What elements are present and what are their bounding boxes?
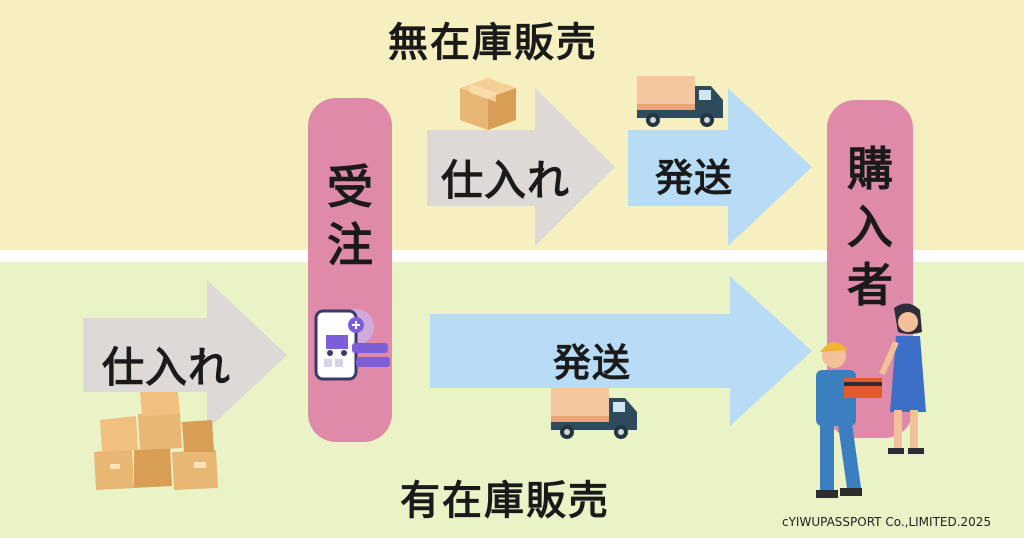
band-divider xyxy=(0,250,1024,262)
delivery-truck-icon xyxy=(637,76,723,127)
buyer-label: 購入者 xyxy=(847,142,893,312)
delivery-truck-icon xyxy=(551,388,637,439)
bottom-ship-label: 発送 xyxy=(553,341,632,385)
cardboard-box-icon xyxy=(460,78,516,130)
top-ship-arrow xyxy=(628,88,812,246)
top-purchase-arrow xyxy=(427,88,615,246)
top-purchase-label: 仕入れ xyxy=(441,156,571,205)
dropship-title: 無在庫販売 xyxy=(388,20,598,66)
smartphone-cart-icon xyxy=(314,309,390,381)
box-stack-icon xyxy=(94,392,218,490)
bottom-ship-arrow xyxy=(430,276,812,426)
bottom-purchase-label: 仕入れ xyxy=(102,343,232,392)
copyright-text: cYIWUPASSPORT Co.,LIMITED.2025 xyxy=(782,515,992,529)
order-pill xyxy=(308,98,392,442)
stock-sales-title: 有在庫販売 xyxy=(400,478,610,524)
top-ship-label: 発送 xyxy=(655,156,734,200)
customer-woman-icon xyxy=(879,303,926,454)
bottom-purchase-arrow xyxy=(83,280,287,430)
delivery-worker-icon xyxy=(816,342,882,498)
order-label: 受注 xyxy=(327,160,373,272)
